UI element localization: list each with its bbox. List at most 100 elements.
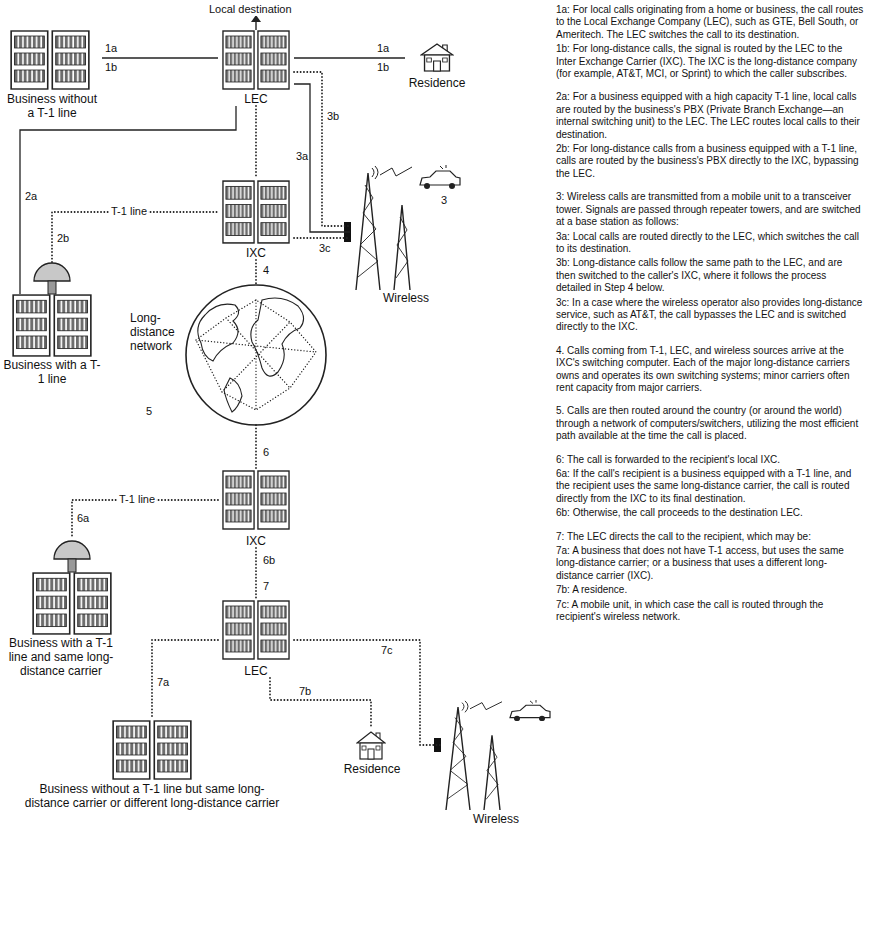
note-text: 3b: Long-distance calls follow the same …: [556, 257, 864, 294]
site-caption: Residence: [340, 762, 404, 776]
note-text: 6a: If the call's recipient is a busines…: [556, 468, 864, 505]
tower-icon: [446, 700, 550, 810]
call-route: [294, 57, 405, 58]
site-caption: Wireless: [440, 812, 552, 826]
site-caption: IXC: [218, 534, 294, 548]
callout-number: 3a: [295, 150, 309, 163]
callout-number: 7c: [380, 644, 394, 657]
site-node: Wireless: [350, 163, 462, 305]
office-building: [33, 541, 111, 634]
note-text: 3c: In a case where the wireless operato…: [556, 297, 864, 334]
site-node: LEC: [218, 28, 294, 106]
exchange-building: [223, 601, 289, 659]
note-text: 2a: For a business equipped with a high …: [556, 91, 864, 141]
destination-arrowhead: [251, 15, 261, 22]
destination-label: Local destination: [208, 3, 293, 16]
site-caption: IXC: [218, 246, 294, 260]
call-route: [270, 678, 371, 728]
site-caption: LEC: [218, 664, 294, 678]
house-icon: [421, 44, 453, 71]
callout-number: 6: [262, 446, 270, 459]
house-icon: [357, 732, 385, 759]
note-text: 1b: For long-distance calls, the signal …: [556, 43, 864, 80]
callout-number: 1b: [376, 61, 390, 74]
callout-number: 1a: [104, 42, 118, 55]
site-node: LEC: [218, 598, 294, 678]
note-text: 4. Calls coming from T-1, LEC, and wirel…: [556, 345, 864, 395]
call-route: [255, 106, 257, 178]
line-label: T-1 line: [118, 493, 156, 506]
exchange-building: [223, 31, 289, 89]
site-caption: Business without a T-1 line: [2, 92, 102, 120]
callout-number: 5: [145, 405, 153, 418]
globe-outline: [186, 285, 326, 425]
office-building: [113, 721, 191, 779]
roof-lead: [19, 262, 20, 294]
site-node: Business with a T-1 line: [2, 262, 102, 386]
globe: [186, 285, 326, 425]
office-building: [11, 31, 89, 89]
call-route: [20, 106, 236, 262]
site-node: IXC: [218, 178, 294, 260]
callout-number: 3b: [326, 110, 340, 123]
call-route: [102, 57, 218, 58]
call-route: [255, 425, 257, 468]
callout-number: 2a: [24, 190, 38, 203]
line-label: T-1 line: [110, 205, 148, 218]
exchange-building: [223, 181, 289, 243]
note-text: 2b: For long-distance calls from a busin…: [556, 143, 864, 180]
callout-number: 7b: [298, 685, 312, 698]
callout-number: 7: [262, 580, 270, 593]
call-route: [294, 84, 350, 232]
note-text: 7c: A mobile unit, in which case the cal…: [556, 599, 864, 624]
continent: [198, 304, 239, 361]
office-building: [13, 263, 91, 356]
network-globe: Long-distance network: [186, 285, 326, 425]
tower-icon: [356, 165, 460, 290]
note-text: 3a: Local calls are routed directly to t…: [556, 231, 864, 256]
call-route: [152, 640, 218, 718]
note-text: 3: Wireless calls are transmitted from a…: [556, 191, 864, 228]
note-text: 6: The call is forwarded to the recipien…: [556, 454, 864, 466]
note-text: 5. Calls are then routed around the coun…: [556, 405, 864, 442]
callout-number: 2b: [56, 232, 70, 245]
call-route: [255, 260, 257, 285]
call-route: [294, 640, 440, 745]
note-text: 7: The LEC directs the call to the recip…: [556, 531, 864, 543]
site-caption: Wireless: [350, 291, 462, 305]
network-label: Long-distance network: [130, 311, 184, 353]
site-caption: Residence: [405, 76, 469, 90]
callout-number: 3c: [318, 242, 332, 255]
call-route: [255, 548, 257, 598]
site-caption: Business with a T-1 line and same long-d…: [2, 636, 120, 678]
callout-number: 1b: [104, 61, 118, 74]
site-node: Business without a T-1 line but same lon…: [22, 718, 282, 810]
callout-number: 6a: [76, 512, 90, 525]
buildings: [11, 31, 550, 810]
note-text: 1a: For local calls originating from a h…: [556, 4, 864, 41]
site-caption: Business with a T-1 line: [2, 358, 102, 386]
site-node: Residence: [405, 40, 469, 90]
call-route: [52, 212, 218, 262]
continent: [251, 298, 304, 376]
note-text: 7b: A residence.: [556, 584, 864, 596]
notes-column: 1a: For local calls originating from a h…: [556, 4, 864, 623]
site-node: Residence: [340, 728, 404, 776]
callout-number: 6b: [262, 554, 276, 567]
callout-number: 3: [440, 194, 448, 207]
site-node: Business with a T-1 line and same long-d…: [2, 538, 120, 678]
destination-arrow: [255, 21, 256, 30]
exchange-building: [223, 471, 289, 529]
site-node: IXC: [218, 468, 294, 548]
call-route: [294, 72, 350, 226]
site-caption: Business without a T-1 line but same lon…: [22, 782, 282, 810]
call-route: [294, 237, 350, 239]
note-text: 6b: Otherwise, the call proceeds to the …: [556, 507, 864, 519]
note-text: 7a: A business that does not have T-1 ac…: [556, 545, 864, 582]
callout-number: 7a: [156, 676, 170, 689]
site-node: Business without a T-1 line: [2, 28, 102, 120]
network-routes: [196, 300, 316, 410]
callout-number: 1a: [376, 42, 390, 55]
callout-number: 4: [262, 264, 270, 277]
site-caption: LEC: [218, 92, 294, 106]
